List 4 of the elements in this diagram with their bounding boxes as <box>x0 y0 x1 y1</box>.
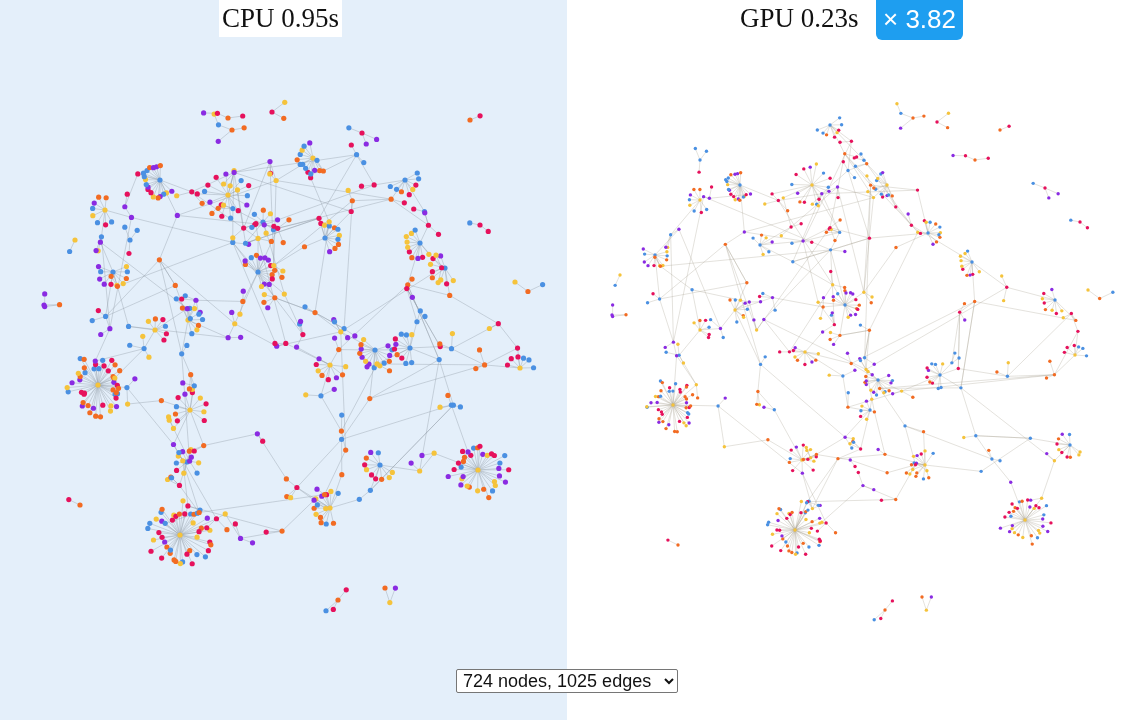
graph-size-select: 724 nodes, 1025 edges <box>456 669 678 693</box>
timing-label: CPU 0.95s <box>219 0 343 37</box>
speedup-badge: × 3.82 <box>876 0 963 40</box>
timing-label: GPU 0.23s <box>739 2 860 35</box>
